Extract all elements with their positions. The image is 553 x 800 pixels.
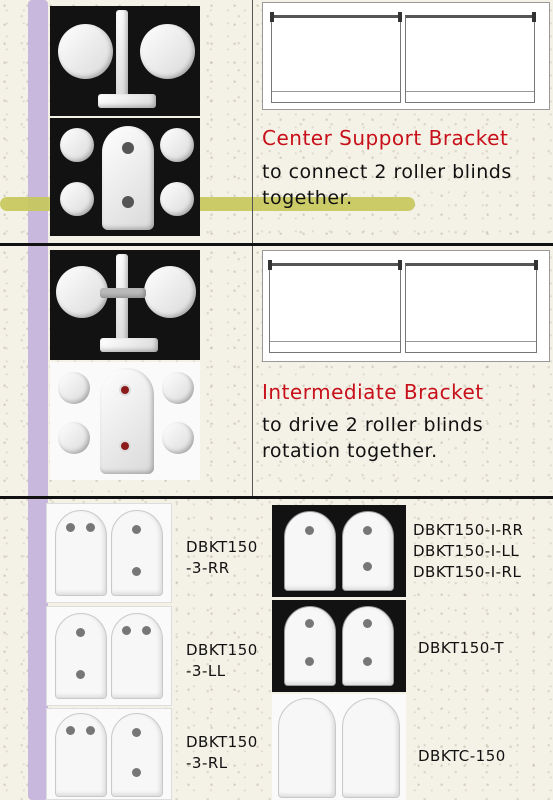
intermediate-bracket-title: Intermediate Bracket: [262, 380, 484, 404]
center-bracket-photo-bottom: [50, 118, 200, 236]
product-label-3-ll: DBKT150 -3-LL: [186, 641, 258, 680]
product-photo-i-series: [272, 505, 406, 597]
center-bracket-desc-line1: to connect 2 roller blinds: [262, 161, 512, 183]
center-bracket-photo-top: [50, 6, 200, 116]
center-bracket-desc-line2: together.: [262, 187, 353, 209]
product-photo-3-rr: [46, 503, 172, 603]
center-bracket-diagram: [262, 2, 550, 110]
center-bracket-title: Center Support Bracket: [262, 126, 509, 150]
intermediate-bracket-diagram: [262, 250, 550, 362]
product-photo-3-rl: [46, 708, 172, 800]
divider-1: [0, 243, 553, 246]
product-label-i-series: DBKT150-I-RR DBKT150-I-LL DBKT150-I-RL: [413, 521, 524, 581]
product-photo-t: [272, 600, 406, 692]
intermediate-bracket-desc-line2: rotation together.: [262, 440, 438, 462]
product-photo-c-150: [272, 694, 406, 800]
product-label-c-150: DBKTC-150: [418, 747, 506, 765]
section-2-divider: [252, 246, 253, 496]
product-label-t: DBKT150-T: [418, 639, 505, 657]
left-stripe: [28, 0, 48, 800]
product-label-3-rr: DBKT150 -3-RR: [186, 538, 258, 577]
section-1-divider: [252, 0, 253, 243]
intermediate-bracket-desc-line1: to drive 2 roller blinds: [262, 414, 484, 436]
intermediate-bracket-photo-top: [50, 250, 200, 360]
intermediate-bracket-photo-bottom: [50, 362, 200, 480]
product-label-3-rl: DBKT150 -3-RL: [186, 733, 258, 772]
divider-2: [0, 496, 553, 499]
product-photo-3-ll: [46, 606, 172, 706]
